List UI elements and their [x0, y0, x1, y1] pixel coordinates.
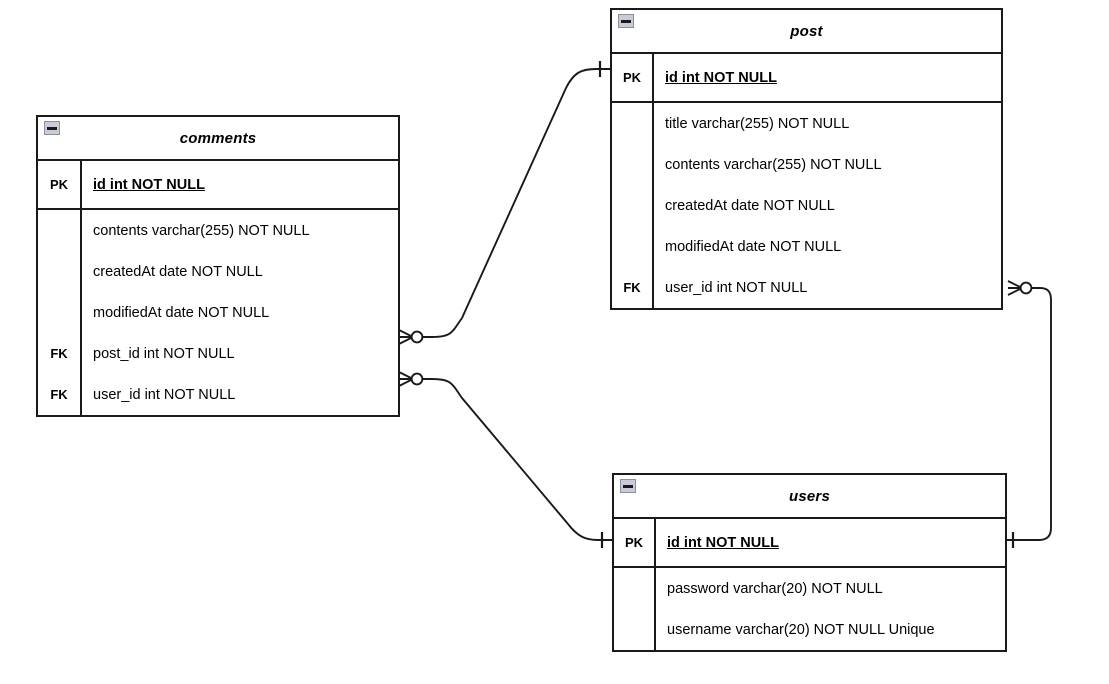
attribute-name: contents varchar(255) NOT NULL	[93, 222, 310, 239]
entity-attribute-section-post: title varchar(255) NOT NULL contents var…	[612, 103, 1001, 308]
key-badge: PK	[612, 54, 654, 101]
table-row[interactable]: password varchar(20) NOT NULL	[614, 568, 1005, 609]
table-row[interactable]: modifiedAt date NOT NULL	[38, 292, 398, 333]
key-badge: FK	[38, 333, 82, 374]
attribute-name: username varchar(20) NOT NULL Unique	[667, 621, 935, 638]
collapse-minus-icon[interactable]	[620, 479, 636, 493]
key-badge: FK	[612, 267, 654, 308]
attribute-name: modifiedAt date NOT NULL	[665, 238, 842, 255]
attribute-name: post_id int NOT NULL	[93, 345, 235, 362]
collapse-minus-icon[interactable]	[618, 14, 634, 28]
key-badge	[38, 292, 82, 333]
key-badge	[612, 226, 654, 267]
key-badge	[38, 210, 82, 251]
key-badge	[612, 144, 654, 185]
crowsfoot-many-comments-post	[398, 329, 424, 345]
attribute-name: title varchar(255) NOT NULL	[665, 115, 850, 132]
entity-comments[interactable]: comments PK id int NOT NULL contents var…	[36, 115, 400, 417]
entity-title: post	[790, 22, 823, 40]
entity-title: comments	[179, 129, 257, 147]
table-row[interactable]: PK id int NOT NULL	[614, 519, 1005, 566]
table-row[interactable]: contents varchar(255) NOT NULL	[612, 144, 1001, 185]
key-badge	[38, 251, 82, 292]
table-row[interactable]: title varchar(255) NOT NULL	[612, 103, 1001, 144]
table-row[interactable]: modifiedAt date NOT NULL	[612, 226, 1001, 267]
table-row[interactable]: username varchar(20) NOT NULL Unique	[614, 609, 1005, 650]
entity-key-section-comments: PK id int NOT NULL	[38, 161, 398, 210]
crowsfoot-many-comments-users	[398, 371, 424, 387]
attribute-name: id int NOT NULL	[667, 534, 779, 551]
table-row[interactable]: PK id int NOT NULL	[38, 161, 398, 208]
attribute-name: contents varchar(255) NOT NULL	[665, 156, 882, 173]
attribute-name: createdAt date NOT NULL	[93, 263, 263, 280]
table-row[interactable]: createdAt date NOT NULL	[612, 185, 1001, 226]
table-row[interactable]: createdAt date NOT NULL	[38, 251, 398, 292]
key-badge	[614, 568, 656, 609]
attribute-name: user_id int NOT NULL	[665, 279, 808, 296]
table-row[interactable]: FK user_id int NOT NULL	[38, 374, 398, 415]
table-row[interactable]: FK post_id int NOT NULL	[38, 333, 398, 374]
relationship-post-users[interactable]	[1006, 280, 1052, 548]
key-badge	[612, 185, 654, 226]
table-row[interactable]: PK id int NOT NULL	[612, 54, 1001, 101]
key-badge: PK	[614, 519, 656, 566]
key-badge	[612, 103, 654, 144]
entity-key-section-post: PK id int NOT NULL	[612, 54, 1001, 103]
entity-post[interactable]: post PK id int NOT NULL title varchar(25…	[610, 8, 1003, 310]
key-badge: PK	[38, 161, 82, 208]
entity-users[interactable]: users PK id int NOT NULL password varcha…	[612, 473, 1007, 652]
entity-attribute-section-users: password varchar(20) NOT NULL username v…	[614, 568, 1005, 650]
entity-header-users[interactable]: users	[614, 475, 1005, 519]
crowsfoot-many-post-users	[1007, 280, 1033, 296]
relationship-comments-post[interactable]	[398, 61, 610, 345]
key-badge	[614, 609, 656, 650]
attribute-name: password varchar(20) NOT NULL	[667, 580, 883, 597]
entity-header-comments[interactable]: comments	[38, 117, 398, 161]
collapse-minus-icon[interactable]	[44, 121, 60, 135]
attribute-name: id int NOT NULL	[93, 176, 205, 193]
key-badge: FK	[38, 374, 82, 415]
entity-title: users	[788, 487, 831, 505]
attribute-name: modifiedAt date NOT NULL	[93, 304, 270, 321]
entity-key-section-users: PK id int NOT NULL	[614, 519, 1005, 568]
table-row[interactable]: contents varchar(255) NOT NULL	[38, 210, 398, 251]
attribute-name: user_id int NOT NULL	[93, 386, 236, 403]
relationship-comments-users[interactable]	[398, 371, 612, 548]
entity-attribute-section-comments: contents varchar(255) NOT NULL createdAt…	[38, 210, 398, 415]
attribute-name: createdAt date NOT NULL	[665, 197, 835, 214]
entity-header-post[interactable]: post	[612, 10, 1001, 54]
table-row[interactable]: FK user_id int NOT NULL	[612, 267, 1001, 308]
attribute-name: id int NOT NULL	[665, 69, 777, 86]
